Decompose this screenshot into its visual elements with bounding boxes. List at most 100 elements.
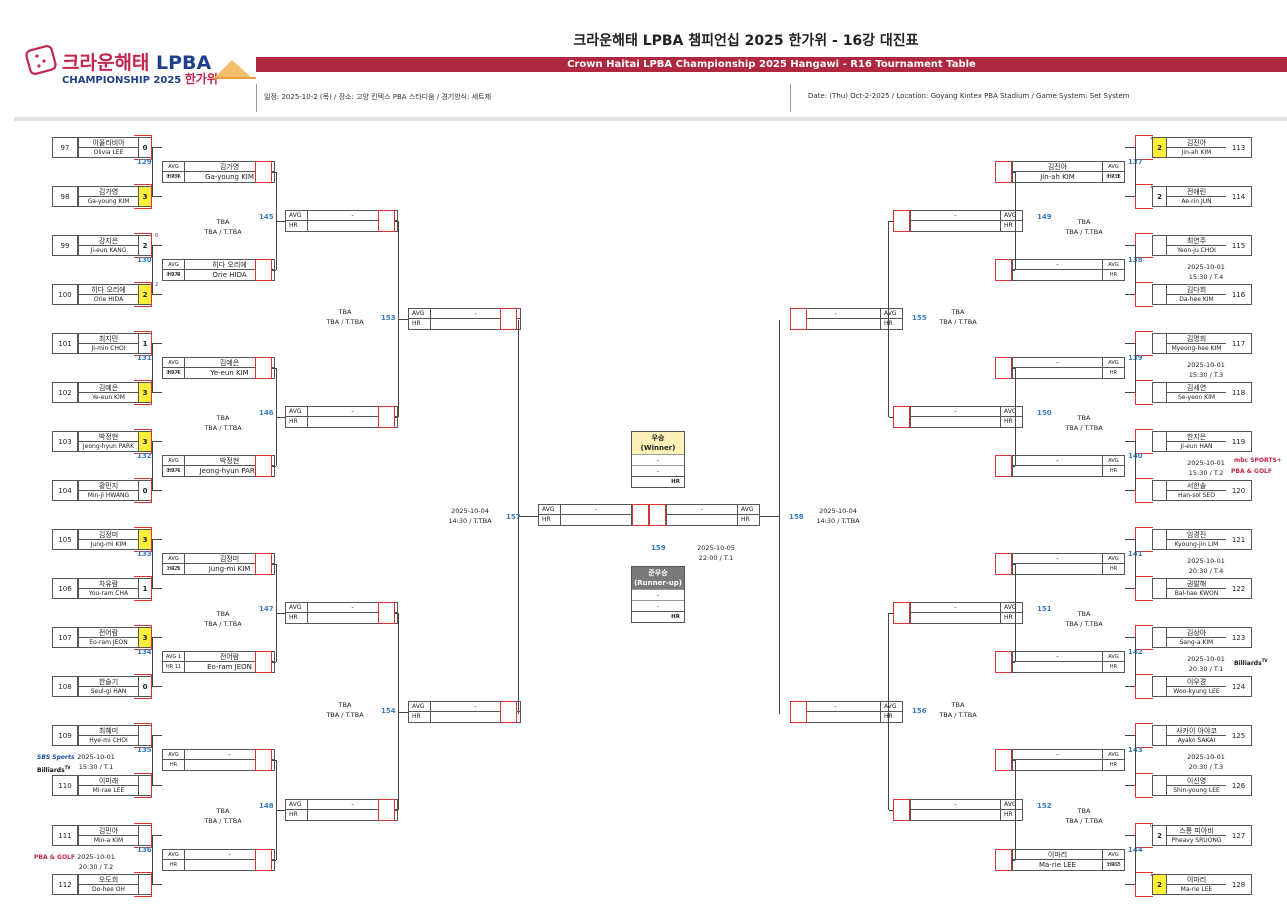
schedule-time: TBA / T.TBA	[204, 620, 242, 628]
match-result-card[interactable]: AVG-HR	[1012, 455, 1125, 477]
bracket-line	[1125, 343, 1135, 344]
quarterfinal-card[interactable]: AVG-HR	[910, 602, 1023, 624]
final-card-left[interactable]: AVG-HR	[538, 504, 632, 526]
hr-label: HR	[1102, 760, 1124, 770]
connector-box	[255, 749, 272, 771]
avg-label: AVG 0.971	[163, 456, 185, 474]
quarterfinal-card[interactable]: AVG-HR	[910, 210, 1023, 232]
hr-label: HR	[409, 319, 431, 329]
connector-box	[1135, 478, 1153, 503]
quarterfinal-card[interactable]: AVG-HR	[285, 210, 398, 232]
match-result-card[interactable]: AVG-HR	[162, 749, 275, 771]
bracket-line	[888, 221, 889, 417]
seed-number: 110	[52, 775, 78, 796]
match-number: 156	[912, 707, 927, 715]
set-score	[1152, 775, 1166, 796]
quarterfinal-card[interactable]: AVG-HR	[910, 406, 1023, 428]
semifinal-card[interactable]: AVG-HR	[408, 701, 521, 723]
quarterfinal-card[interactable]: AVG-HR	[910, 799, 1023, 821]
final-card-right[interactable]: AVG-HR	[666, 504, 760, 526]
quarterfinal-card[interactable]: AVG-HR	[285, 406, 398, 428]
result-row: HR	[910, 221, 1023, 232]
tiebreak-score: 2	[155, 282, 159, 288]
connector-box	[1135, 233, 1153, 258]
schedule-time: 20:30 / T.3	[1188, 763, 1224, 771]
match-result-card[interactable]: AVG-HR	[1012, 749, 1125, 771]
billiards-logo-text: Billiards	[1234, 660, 1262, 667]
match-result-card[interactable]: AVG-HR	[1012, 357, 1125, 379]
seed-number: 126	[1226, 775, 1252, 796]
quarterfinal-card[interactable]: AVG-HR	[285, 799, 398, 821]
winner-name: -	[834, 310, 837, 317]
quarterfinal-card[interactable]: AVG-HR	[285, 602, 398, 624]
match-number: 145	[259, 213, 274, 221]
bracket-line	[1125, 686, 1135, 687]
mbc-sports-logo: mbc SPORTS+	[1234, 457, 1282, 464]
connector-box	[134, 576, 152, 601]
connector-box	[255, 259, 272, 281]
winner-name: -	[594, 506, 598, 513]
winner-name-english	[1013, 662, 1102, 672]
player-name-english: Bal-hae KWON	[1174, 590, 1219, 597]
result-row: AVG-	[1012, 259, 1125, 270]
match-number: 159	[651, 544, 666, 552]
set-score: 2	[1152, 825, 1166, 846]
player-name-korean: 박정현	[79, 432, 138, 442]
bracket-line	[760, 516, 780, 517]
schedule-date: 2025-10-01	[1187, 655, 1225, 663]
match-result-card[interactable]: AVG-HR	[1012, 553, 1125, 575]
semifinal-card[interactable]: AVG-HR	[408, 308, 521, 330]
player-name-english: Jin-ah KIM	[1181, 149, 1212, 156]
tiebreak-score: 2	[1150, 135, 1154, 141]
match-result-card[interactable]: AVG-HR	[1012, 259, 1125, 281]
match-result-card[interactable]: AVG-HR	[1012, 651, 1125, 673]
result-row: HR	[162, 860, 275, 871]
bracket-line	[1125, 884, 1135, 885]
bracket-line	[272, 466, 276, 467]
bracket-line	[395, 613, 398, 614]
schedule-time: 15:30 / T.3	[1188, 371, 1224, 379]
result-row: AVG-	[538, 504, 632, 515]
set-score: 2	[1152, 137, 1166, 158]
match-result-card[interactable]: AVG-HR	[162, 849, 275, 871]
